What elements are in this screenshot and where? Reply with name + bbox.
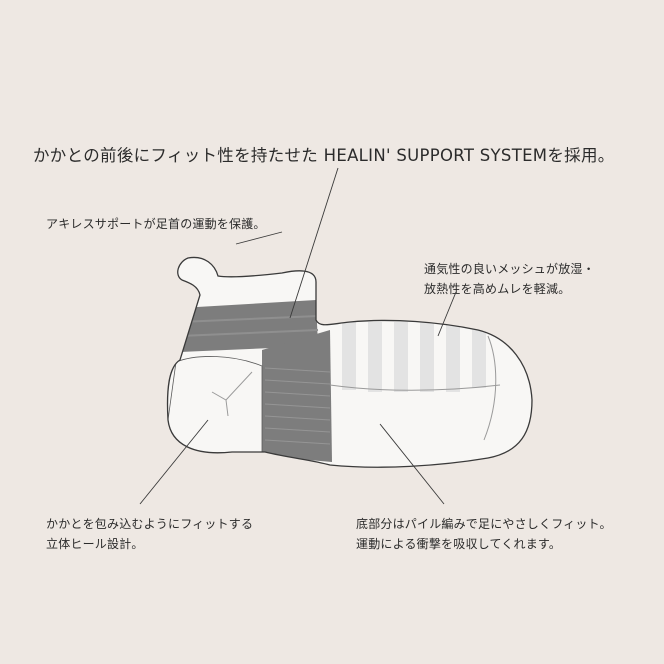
- ankle-support-band: [180, 300, 318, 352]
- heel-cup: [167, 356, 263, 455]
- callout-heel-line-2: 立体ヒール設計。: [46, 537, 144, 551]
- sock-body: [167, 257, 532, 468]
- leader-lines: [139, 167, 457, 505]
- callout-heel: かかとを包み込むようにフィットする 立体ヒール設計。: [46, 514, 253, 554]
- callout-heel-line-1: かかとを包み込むようにフィットする: [46, 517, 254, 531]
- callout-sole-line-2: 運動による衝撃を吸収してくれます。: [356, 537, 562, 551]
- heel-seam: [211, 371, 253, 417]
- callout-mesh: 通気性の良いメッシュが放湿・ 放熱性を高めムレを軽減。: [424, 259, 595, 299]
- callout-sole: 底部分はパイル編みで足にやさしくフィット。 運動による衝撃を吸収してくれます。: [356, 514, 612, 554]
- toe-seam: [483, 335, 497, 441]
- callout-sole-line-1: 底部分はパイル編みで足にやさしくフィット。: [356, 517, 612, 531]
- mesh-panel: [342, 322, 486, 392]
- callout-mesh-line-1: 通気性の良いメッシュが放湿・: [424, 262, 595, 276]
- callout-achilles-support: アキレスサポートが足首の運動を保護。: [46, 214, 266, 234]
- callout-achilles-text: アキレスサポートが足首の運動を保護。: [46, 217, 266, 231]
- sock-outline: [166, 256, 533, 468]
- headline: かかとの前後にフィット性を持たせた HEALIN' SUPPORT SYSTEM…: [33, 146, 615, 165]
- callout-mesh-line-2: 放熱性を高めムレを軽減。: [424, 282, 571, 296]
- sole-seam: [329, 384, 501, 391]
